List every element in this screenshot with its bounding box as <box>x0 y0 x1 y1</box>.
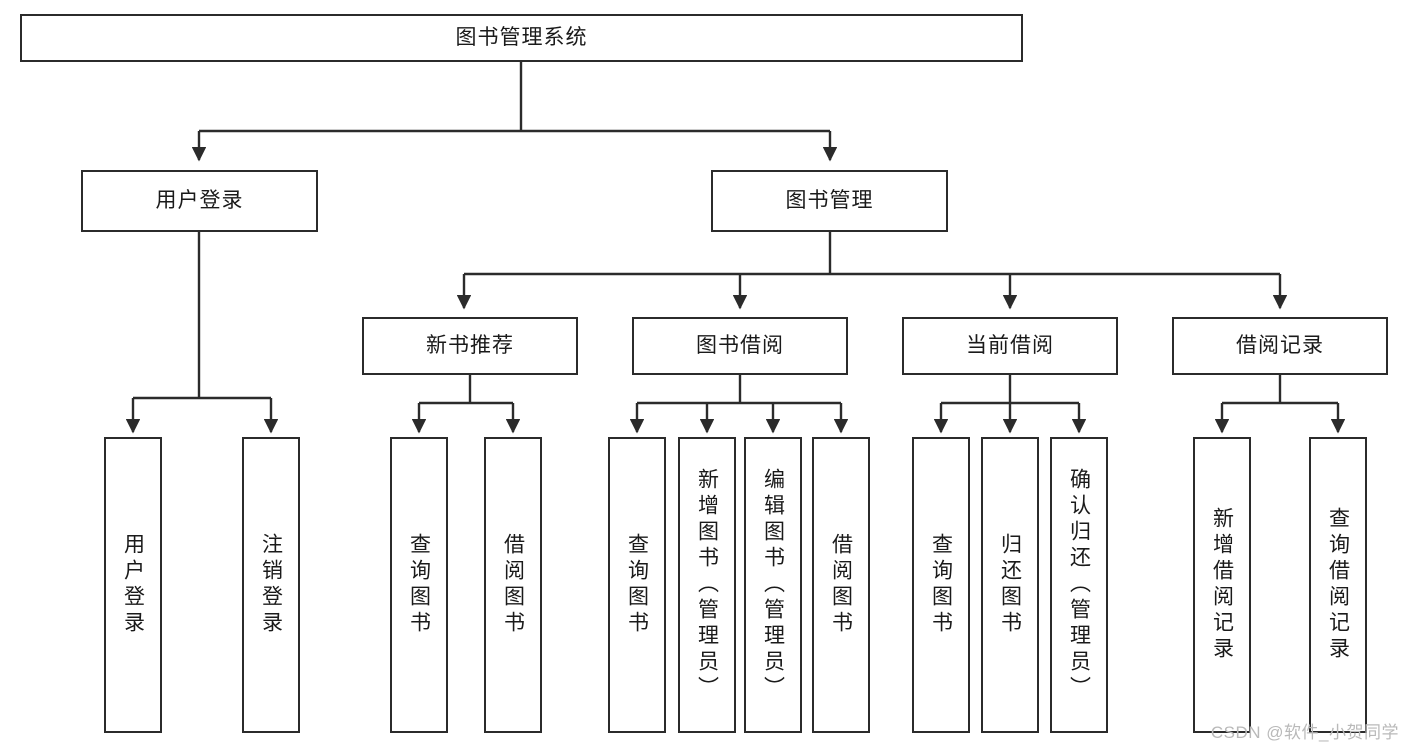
node-leaf-user-logout-label: 注销登录 <box>259 533 283 637</box>
node-leaf-query-book-3-label: 查询图书 <box>929 533 953 637</box>
node-new-book-rec[interactable]: 新书推荐 <box>362 317 578 375</box>
watermark: CSDN @软件_小贺同学 <box>1210 723 1399 742</box>
node-leaf-borrow-book-1-label: 借阅图书 <box>501 533 525 637</box>
node-leaf-add-book[interactable]: 新增图书（管理员） <box>678 437 736 733</box>
node-leaf-borrow-book-2-label: 借阅图书 <box>829 533 853 637</box>
node-leaf-add-record-label: 新增借阅记录 <box>1210 507 1234 663</box>
node-leaf-add-record[interactable]: 新增借阅记录 <box>1193 437 1251 733</box>
node-leaf-edit-book[interactable]: 编辑图书（管理员） <box>744 437 802 733</box>
node-leaf-query-record-label: 查询借阅记录 <box>1326 507 1350 663</box>
node-current-borrow-label: 当前借阅 <box>966 334 1054 358</box>
node-leaf-confirm-return[interactable]: 确认归还（管理员） <box>1050 437 1108 733</box>
node-book-borrow-label: 图书借阅 <box>696 334 784 358</box>
node-leaf-user-login[interactable]: 用户登录 <box>104 437 162 733</box>
node-leaf-user-login-label: 用户登录 <box>121 533 145 637</box>
node-leaf-add-book-label: 新增图书（管理员） <box>695 468 719 702</box>
node-leaf-query-book-2-label: 查询图书 <box>625 533 649 637</box>
node-leaf-query-record[interactable]: 查询借阅记录 <box>1309 437 1367 733</box>
node-leaf-edit-book-label: 编辑图书（管理员） <box>761 468 785 702</box>
node-book-manage[interactable]: 图书管理 <box>711 170 948 232</box>
node-leaf-return-book[interactable]: 归还图书 <box>981 437 1039 733</box>
node-leaf-confirm-return-label: 确认归还（管理员） <box>1067 468 1091 702</box>
node-leaf-query-book-3[interactable]: 查询图书 <box>912 437 970 733</box>
node-new-book-rec-label: 新书推荐 <box>426 334 514 358</box>
node-leaf-query-book-1[interactable]: 查询图书 <box>390 437 448 733</box>
node-leaf-user-logout[interactable]: 注销登录 <box>242 437 300 733</box>
node-leaf-return-book-label: 归还图书 <box>998 533 1022 637</box>
node-borrow-record-label: 借阅记录 <box>1236 334 1324 358</box>
node-current-borrow[interactable]: 当前借阅 <box>902 317 1118 375</box>
node-leaf-query-book-1-label: 查询图书 <box>407 533 431 637</box>
node-root[interactable]: 图书管理系统 <box>20 14 1023 62</box>
node-root-label: 图书管理系统 <box>455 26 588 50</box>
node-book-manage-label: 图书管理 <box>785 189 874 213</box>
node-leaf-borrow-book-2[interactable]: 借阅图书 <box>812 437 870 733</box>
node-leaf-borrow-book-1[interactable]: 借阅图书 <box>484 437 542 733</box>
node-leaf-query-book-2[interactable]: 查询图书 <box>608 437 666 733</box>
node-user-login-label: 用户登录 <box>155 189 244 213</box>
node-book-borrow[interactable]: 图书借阅 <box>632 317 848 375</box>
node-borrow-record[interactable]: 借阅记录 <box>1172 317 1388 375</box>
node-user-login[interactable]: 用户登录 <box>81 170 318 232</box>
